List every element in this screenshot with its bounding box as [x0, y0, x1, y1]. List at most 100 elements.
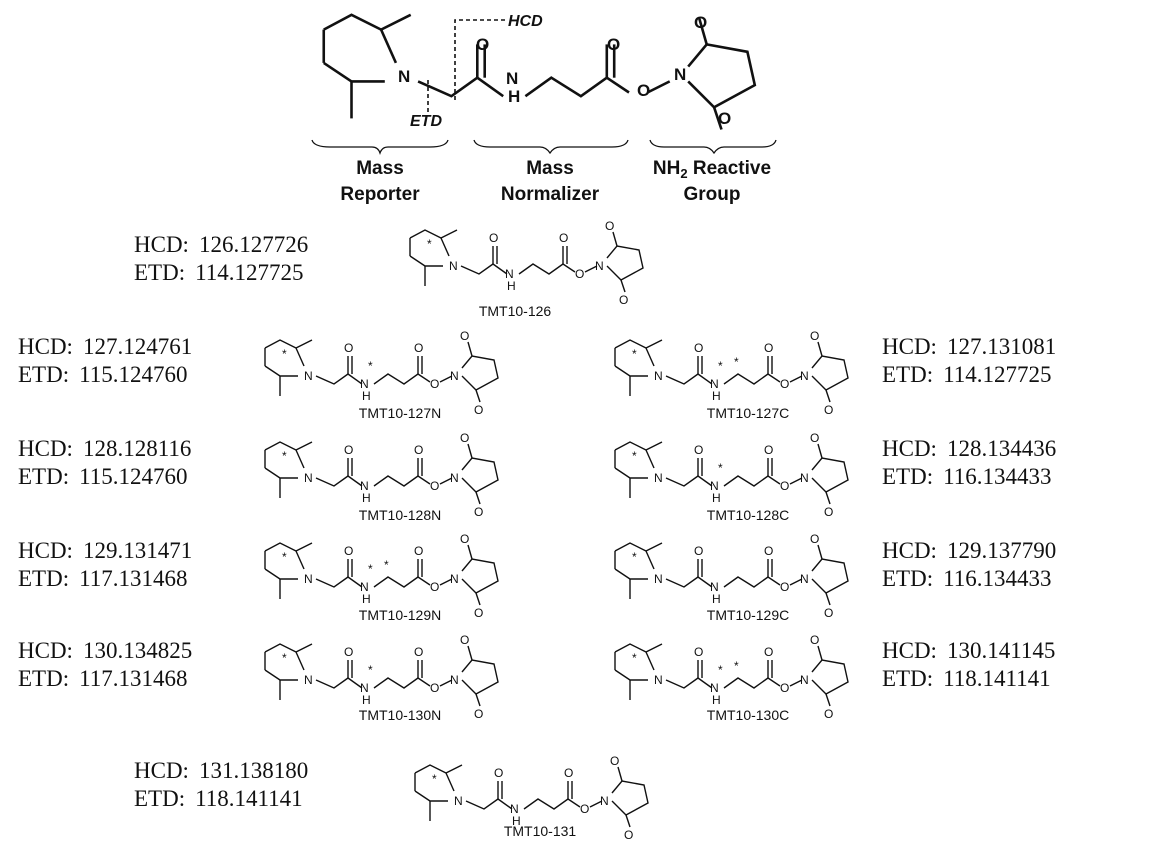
- isotope-star-icon: *: [282, 449, 287, 463]
- atom-label: O: [344, 645, 353, 659]
- atom-label: O: [619, 293, 628, 307]
- etd-mass-line: ETD:117.131468: [18, 566, 188, 591]
- reagent-name: TMT10-129C: [707, 607, 789, 623]
- atom-label: O: [414, 544, 423, 558]
- etd-value: 114.127725: [943, 362, 1051, 387]
- hcd-prefix: HCD:: [18, 436, 73, 461]
- isotope-star-icon: *: [718, 359, 723, 373]
- hcd-mass-line: HCD:127.131081: [882, 334, 1056, 359]
- atom-label: O: [460, 329, 469, 343]
- hcd-value: 128.134436: [947, 436, 1056, 461]
- etd-value: 116.134433: [943, 566, 1051, 591]
- atom-label: N: [710, 479, 719, 493]
- atom-label: N: [360, 681, 369, 695]
- header-atom-n3: N: [674, 65, 686, 84]
- atom-label: O: [780, 479, 789, 493]
- header-atom-o2: O: [607, 35, 620, 54]
- atom-label: O: [460, 633, 469, 647]
- atom-label: N: [505, 267, 514, 281]
- hcd-value: 126.127726: [199, 232, 308, 257]
- etd-mass-line: ETD:116.134433: [882, 464, 1052, 489]
- reagent-name: TMT10-128N: [359, 507, 441, 523]
- reagent-name: TMT10-128C: [707, 507, 789, 523]
- etd-mass-line: ETD: 117.131468: [18, 666, 188, 691]
- etd-value: 118.141141: [195, 786, 303, 811]
- isotope-star-icon: *: [432, 772, 437, 786]
- atom-label: O: [780, 377, 789, 391]
- atom-label: O: [764, 645, 773, 659]
- atom-label: O: [564, 766, 573, 780]
- etd-prefix: ETD:: [18, 666, 69, 691]
- isotope-star-icon: *: [632, 449, 637, 463]
- isotope-star-icon: *: [734, 659, 739, 673]
- atom-label: N: [600, 794, 609, 808]
- etd-value: 117.131468: [79, 666, 187, 691]
- hcd-value: 127.124761: [83, 334, 192, 359]
- hcd-mass-line: HCD:128.128116: [18, 436, 191, 461]
- reagent-name: TMT10-127C: [707, 405, 789, 421]
- atom-label: O: [474, 403, 483, 417]
- group-normalizer-line1: Mass: [526, 158, 574, 179]
- hcd-mass-line: HCD:127.124761: [18, 334, 192, 359]
- atom-label: O: [694, 645, 703, 659]
- atom-label: O: [694, 341, 703, 355]
- atom-label: H: [712, 389, 721, 403]
- atom-label: N: [450, 673, 459, 687]
- isotope-star-icon: *: [368, 359, 373, 373]
- atom-label: O: [430, 681, 439, 695]
- group-reporter-line2: Reporter: [340, 184, 420, 205]
- atom-label: N: [360, 377, 369, 391]
- hcd-prefix: HCD:: [18, 538, 73, 563]
- atom-label: O: [344, 341, 353, 355]
- atom-label: O: [414, 341, 423, 355]
- atom-label: O: [430, 377, 439, 391]
- atom-label: N: [360, 479, 369, 493]
- atom-label: O: [694, 544, 703, 558]
- atom-label: N: [304, 471, 313, 485]
- atom-label: O: [489, 231, 498, 245]
- etd-mass-line: ETD:114.127725: [882, 362, 1052, 387]
- isotope-star-icon: *: [718, 461, 723, 475]
- hcd-mass-line: HCD:129.131471: [18, 538, 192, 563]
- hcd-prefix: HCD:: [882, 334, 937, 359]
- etd-value: 118.141141: [943, 666, 1051, 691]
- atom-label: N: [595, 259, 604, 273]
- reagent-name: TMT10-129N: [359, 607, 441, 623]
- isotope-star-icon: *: [368, 663, 373, 677]
- atom-label: N: [710, 377, 719, 391]
- group-normalizer-line2: Normalizer: [501, 184, 600, 205]
- atom-label: O: [780, 681, 789, 695]
- atom-label: O: [460, 431, 469, 445]
- reagent-name: TMT10-130C: [707, 707, 789, 723]
- etd-value: 114.127725: [195, 260, 303, 285]
- atom-label: O: [610, 754, 619, 768]
- isotope-star-icon: *: [282, 651, 287, 665]
- etd-prefix: ETD:: [18, 566, 69, 591]
- hcd-value: 130.141145: [947, 638, 1055, 663]
- header-structure: [322, 13, 757, 131]
- atom-label: N: [454, 794, 463, 808]
- etd-mass-line: ETD:114.127725: [134, 260, 304, 285]
- atom-label: N: [710, 681, 719, 695]
- header-atom-o1: O: [476, 35, 489, 54]
- atom-label: O: [575, 267, 584, 281]
- header-atom-h: H: [508, 87, 520, 106]
- hcd-prefix: HCD:: [134, 758, 189, 783]
- header-atom-n2: N: [506, 69, 518, 88]
- group-braces: [311, 139, 777, 156]
- hcd-mass-line: HCD:130.134825: [18, 638, 192, 663]
- header-atom-o4: O: [694, 13, 707, 32]
- etd-mass-line: ETD:118.141141: [134, 786, 303, 811]
- isotope-star-icon: *: [734, 355, 739, 369]
- atom-label: O: [414, 645, 423, 659]
